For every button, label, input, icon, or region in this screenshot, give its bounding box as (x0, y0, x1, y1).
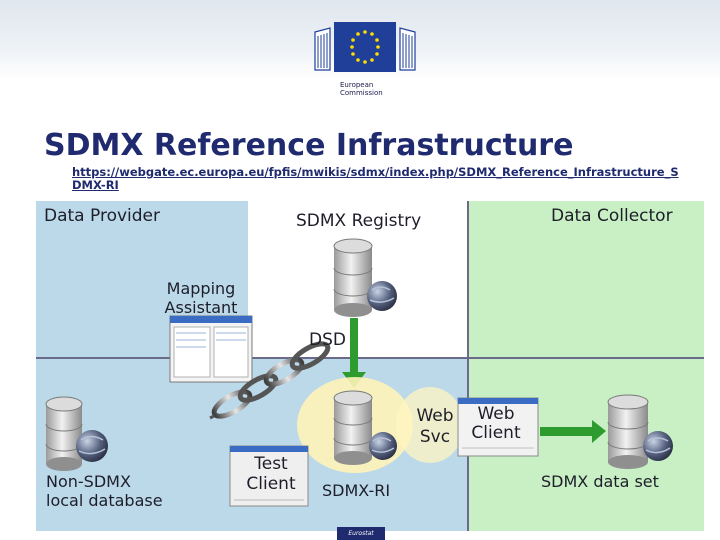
web-svc-label: Web Svc (412, 406, 458, 448)
non-sdmx-database-label: Non-SDMX local database (46, 472, 163, 510)
web-client-to-data-set-arrow (540, 420, 606, 443)
sdmx-ri-database-icon (334, 391, 372, 465)
test-client-label: Test Client (242, 454, 300, 494)
sdmx-data-set-database-icon (608, 395, 648, 469)
sdmx-ri-globe-icon (369, 432, 397, 460)
sdmx-ri-label: SDMX-RI (322, 481, 390, 500)
sdmx-data-set-label: SDMX data set (541, 472, 659, 491)
eurostat-badge: Eurostat (337, 527, 385, 540)
registry-globe-icon (367, 281, 397, 311)
non-sdmx-database-icon (46, 397, 82, 471)
dsd-label: DSD (309, 330, 346, 350)
web-client-label: Web Client (466, 405, 526, 443)
mapping-assistant-screenshot-icon (170, 316, 252, 382)
sdmx-data-set-globe-icon (643, 431, 673, 461)
registry-database-icon (334, 239, 372, 317)
mapping-assistant-label: Mapping Assistant (156, 279, 246, 317)
non-sdmx-globe-icon (76, 430, 108, 462)
